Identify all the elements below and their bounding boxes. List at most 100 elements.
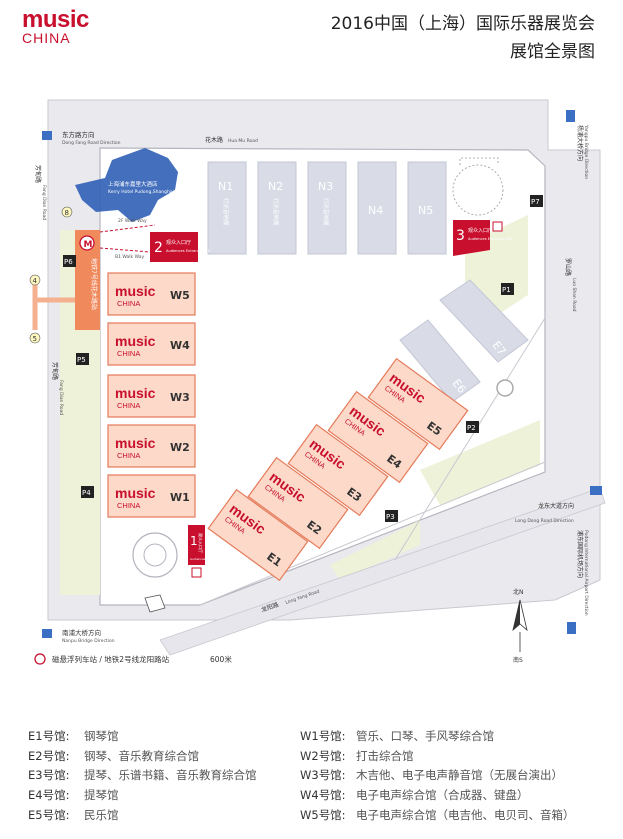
metro-stop-label: 磁悬浮列车站 / 地铁2号线龙阳路站 [52, 654, 170, 664]
entrance-1: 1 观众入口厅 Audiences Entrance Hall [188, 525, 227, 565]
road-yangpu-en: Yangpu Bridge Direction [583, 124, 589, 179]
gate-8 [61, 206, 73, 218]
walkway-b1 [99, 247, 151, 253]
hall-n1-desc: 灯光音响展 [222, 198, 230, 226]
entrance-3-num: 3 [456, 228, 465, 244]
gate-5 [29, 332, 41, 344]
hall-w1-label: W1 [170, 491, 190, 504]
hall-w4-label: W4 [170, 339, 190, 352]
road-top-direction-en: Dong Fang Road Direction [62, 140, 121, 146]
small-building [144, 594, 166, 613]
legend-hall: E5号馆: [28, 807, 70, 822]
hall-e2: music CHINA E2 [247, 456, 349, 550]
hall-n3-label: N3 [318, 180, 333, 193]
hall-w4-brand: music [115, 333, 156, 349]
legend-desc: 民乐馆 [84, 807, 119, 822]
metro-station-name: 地铁7号线花木路站 [90, 258, 98, 310]
parking-p7-label: P7 [531, 198, 540, 206]
road-longdong-en: Long Dong Road Direction [515, 518, 574, 524]
walkway-2f [99, 224, 156, 233]
arrow-left-icon [42, 131, 52, 140]
arrow-up-icon [566, 110, 575, 122]
hall-w1 [107, 474, 196, 518]
music-china-logo: music CHINA [22, 6, 89, 46]
legend-hall: W4号馆: [300, 788, 346, 803]
parking-p4 [81, 486, 94, 498]
hall-w2-brand: music [115, 435, 156, 451]
legend-hall: E1号馆: [28, 729, 70, 743]
legend-item: W1号馆:管乐、口琴、手风琴综合馆 [300, 727, 575, 747]
entrance-2: 2 观众入口厅 Audiences Entrance Hall [150, 232, 210, 262]
green-area-east [420, 420, 540, 505]
metro-symbol: M [84, 240, 93, 250]
dome-top [459, 157, 499, 165]
roundabout-west-inner [143, 543, 167, 567]
legend-desc: 电子电声综合馆（电吉他、电贝司、音箱） [356, 807, 575, 822]
legend-item: E2号馆:钢琴、音乐教育综合馆 [28, 747, 257, 767]
entrance-3-zh: 观众入口厅 [468, 228, 493, 234]
hall-n4 [357, 161, 397, 255]
hall-w2-label: W2 [170, 441, 190, 454]
parking-p5 [76, 353, 89, 365]
hall-w5 [107, 272, 196, 316]
road-top-direction: 东方路方向 [62, 130, 95, 139]
parking-lots: P1 P2 P3 P4 P5 P6 P7 [63, 195, 543, 522]
gate-5-label: 5 [33, 335, 37, 343]
parking-p1 [501, 283, 514, 295]
w-halls: music CHINA W5 music CHINA W4 music CHIN… [107, 272, 196, 518]
green-area-south [330, 520, 420, 580]
kerry-hotel-building [75, 148, 178, 222]
legend-hall: W3号馆: [300, 768, 346, 783]
parking-p4-label: P4 [82, 489, 91, 497]
gate-4 [29, 274, 41, 286]
legend-desc: 木吉他、电子电声静音馆（无展台演出） [356, 768, 563, 783]
longyang-road [159, 487, 606, 656]
logo-sub: CHINA [22, 30, 71, 46]
arrow-down-icon [567, 622, 576, 634]
legend-desc: 提琴、乐谱书籍、音乐教育综合馆 [84, 768, 257, 783]
road-pudong-airport-en: Pudong International Airport Direction [583, 530, 589, 616]
entrance-1-num: 1 [190, 534, 198, 548]
entrance-1-en: Audiences Entrance Hall [190, 557, 227, 561]
compass-north: 北N [513, 588, 524, 596]
walkway-b1-label: B1 Walk Way [115, 254, 145, 260]
hall-n3-desc: 灯光音响展 [322, 198, 330, 226]
page-title: 2016中国（上海）国际乐器展览会 展馆全景图 [331, 10, 595, 66]
legend-item: W4号馆: 电子电声综合馆（合成器、键盘） [300, 786, 575, 806]
hall-n2-desc: 灯光音响展 [272, 198, 280, 226]
e-halls: music CHINA E1 music CHINA E2 music CHIN… [207, 357, 469, 582]
venue-map: 上海浦东嘉里大酒店 Kerry Hotel Pudong,Shanghai 2F… [29, 99, 606, 665]
title-line-1: 2016中国（上海）国际乐器展览会 [330, 14, 595, 34]
legend-desc: 提琴馆 [84, 788, 119, 803]
arrow-right-icon [590, 486, 602, 495]
hall-w3-brand: music [115, 385, 156, 401]
legend-desc: 电子电声综合馆（合成器、键盘） [356, 788, 529, 803]
road-longdong: 龙东大道方向 [538, 502, 574, 510]
legend-desc: 管乐、口琴、手风琴综合馆 [356, 729, 494, 743]
n-halls: N1 N2 N3 N4 N5 灯光音响展 灯光音响展 灯光音响展 [207, 161, 447, 255]
road-huamu-en: Hua Mu Road [228, 138, 258, 144]
hall-n3 [307, 161, 347, 255]
hall-w5-brand-sub: CHINA [117, 299, 140, 308]
compass: 北N 南S [512, 588, 528, 664]
legend-hall: E2号馆: [28, 748, 70, 763]
road-nanpu-en: Nanpu Bridge Direction [62, 638, 115, 644]
entrance-2-zh: 观众入口厅 [166, 240, 191, 246]
legend-desc: 打击综合馆 [356, 748, 414, 763]
legend-hall: E3号馆: [28, 768, 70, 783]
legend-desc: 钢琴馆 [84, 729, 119, 743]
parking-p5-label: P5 [77, 356, 86, 364]
hall-w1-brand-sub: CHINA [117, 501, 140, 510]
metro-distance: 600米 [210, 654, 232, 664]
legend-left: E1号馆: 钢琴馆 E2号馆:钢琴、音乐教育综合馆 E3号馆: 提琴、乐谱书籍、音乐… [28, 727, 257, 825]
road-pudong-airport: 浦东国际机场方向 [576, 530, 584, 578]
parking-p3-label: P3 [386, 513, 395, 521]
inner-diagonal-road-2 [394, 317, 546, 561]
gate-8-label: 8 [65, 209, 69, 217]
entrance-2-en: Audiences Entrance Hall [166, 249, 210, 253]
hall-e5: music CHINA E5 [367, 357, 469, 451]
gate-4-label: 4 [33, 277, 38, 285]
hall-w5-label: W5 [170, 289, 190, 302]
arrow-left-icon-bottom [42, 629, 52, 638]
entrance-3-en: Audiences Entrance Hall [468, 237, 512, 241]
